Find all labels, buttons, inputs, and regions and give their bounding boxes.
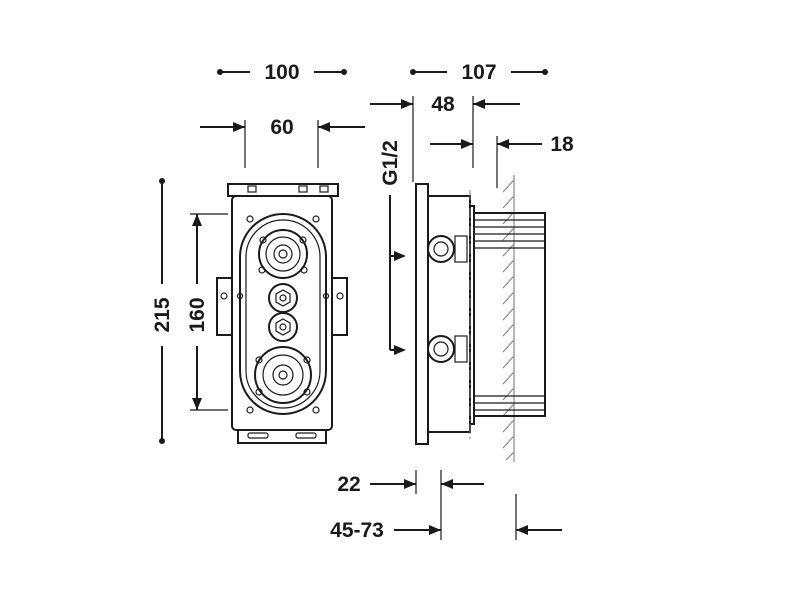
dim-total-height: 215 — [151, 297, 174, 332]
dim-range: 45-73 — [330, 519, 384, 542]
dim-thread: G1/2 — [379, 140, 402, 186]
dim-front-width: 100 — [264, 61, 299, 84]
front-view — [216, 183, 348, 444]
dim-depth-22: 22 — [337, 473, 360, 496]
dim-offset-48: 48 — [431, 93, 455, 116]
dim-wall-18: 18 — [550, 133, 574, 156]
dim-inner-width: 60 — [270, 116, 293, 139]
dimension-lines — [159, 69, 562, 540]
dim-side-depth: 107 — [461, 61, 496, 84]
side-view — [415, 175, 546, 462]
dim-inner-height: 160 — [186, 297, 209, 332]
